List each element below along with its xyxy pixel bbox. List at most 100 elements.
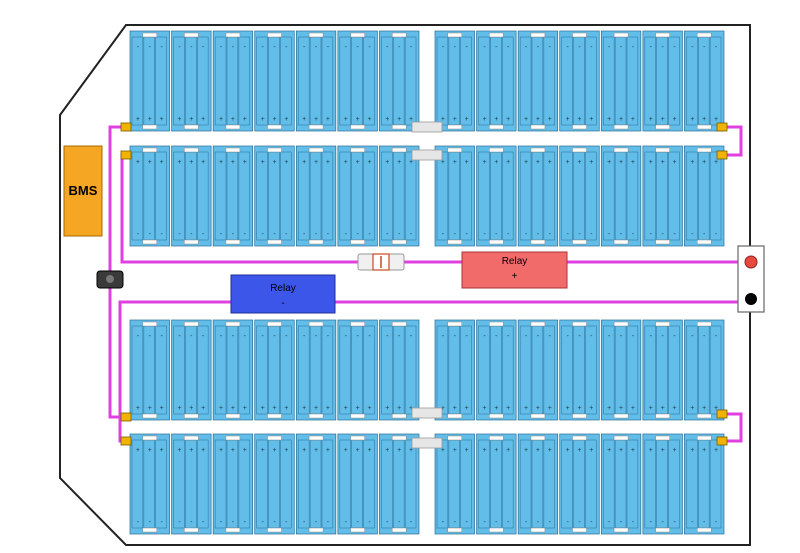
cell-module: -+-+-+ xyxy=(600,30,642,132)
cell-bottom-mark: + xyxy=(136,116,140,123)
cell-cap xyxy=(613,147,629,153)
relay-positive xyxy=(461,251,568,289)
cell-bottom-mark: + xyxy=(219,405,223,412)
battery-cell xyxy=(585,151,597,241)
cell-top-mark: - xyxy=(632,44,635,51)
cell-cap xyxy=(225,32,241,38)
wire xyxy=(722,412,743,443)
cell-cap xyxy=(572,32,587,38)
cell-bottom-mark: - xyxy=(673,231,676,238)
battery-cell xyxy=(436,36,449,126)
module-case xyxy=(684,30,725,132)
module-case xyxy=(684,433,725,535)
cell-module: +-+-+- xyxy=(337,433,378,535)
cell-bottom-mark: + xyxy=(453,116,457,123)
cell-top-mark: - xyxy=(386,333,389,340)
cell-bottom-mark: + xyxy=(494,405,498,412)
cell-bottom-mark: - xyxy=(483,231,486,238)
cell-module: +-+-+- xyxy=(337,145,378,247)
cell-module: -+-+-+ xyxy=(212,319,254,421)
cell-cap xyxy=(350,413,365,419)
cell-module: +-+-+- xyxy=(254,145,295,247)
cell-bottom-mark: + xyxy=(453,405,457,412)
battery-cell xyxy=(668,325,680,415)
battery-cell xyxy=(280,325,292,415)
cell-top-mark: - xyxy=(273,44,276,51)
cell-module: +-+-+- xyxy=(684,433,725,535)
module-case xyxy=(129,433,170,535)
module-case xyxy=(171,30,212,132)
battery-cell xyxy=(603,325,615,415)
cell-top-mark: - xyxy=(442,44,445,51)
cell-cap xyxy=(696,321,712,327)
cell-top-mark: - xyxy=(537,333,540,340)
cell-bottom-mark: - xyxy=(632,519,635,526)
cell-top-mark: + xyxy=(482,159,486,166)
cell-cap xyxy=(350,147,365,153)
cell-module: -+-+-+ xyxy=(600,319,642,421)
cell-bottom-mark: + xyxy=(243,405,247,412)
cell-top-mark: + xyxy=(302,159,306,166)
cell-cap xyxy=(142,32,158,38)
cell-top-mark: + xyxy=(189,159,193,166)
cell-cap xyxy=(447,321,463,327)
module-case xyxy=(559,433,600,535)
cell-cap xyxy=(225,147,241,153)
cell-top-mark: + xyxy=(714,159,718,166)
module-case xyxy=(476,30,517,132)
cell-bottom-mark: + xyxy=(302,116,306,123)
cell-bottom-mark: - xyxy=(537,519,540,526)
module-case xyxy=(476,433,517,535)
cell-bottom-mark: - xyxy=(650,519,653,526)
cell-cap xyxy=(308,239,324,245)
cell-cap xyxy=(350,124,365,130)
cell-top-mark: - xyxy=(232,333,235,340)
cell-cap xyxy=(530,321,546,327)
cell-top-mark: + xyxy=(219,159,223,166)
cell-cap xyxy=(391,32,407,38)
cell-cap xyxy=(447,527,463,533)
cell-bottom-mark: + xyxy=(465,116,469,123)
cell-top-mark: - xyxy=(590,44,593,51)
components xyxy=(63,121,765,449)
module-case xyxy=(254,433,295,535)
cell-top-mark: + xyxy=(702,159,706,166)
battery-cell xyxy=(238,36,250,126)
battery-cell xyxy=(668,151,680,241)
cell-top-mark: + xyxy=(136,159,140,166)
cell-top-mark: + xyxy=(177,447,181,454)
cell-bottom-mark: - xyxy=(160,231,163,238)
cell-bottom-mark: + xyxy=(397,405,401,412)
cell-top-mark: - xyxy=(632,333,635,340)
cell-top-mark: - xyxy=(190,333,193,340)
cell-top-mark: + xyxy=(494,447,498,454)
battery-cell xyxy=(502,439,514,529)
battery-cell xyxy=(197,151,209,241)
cell-cap xyxy=(267,239,282,245)
relay-negative xyxy=(230,274,336,314)
cell-top-mark: - xyxy=(202,333,205,340)
cell-cap xyxy=(308,435,324,441)
cell-top-mark: + xyxy=(577,159,581,166)
cell-cap xyxy=(184,32,199,38)
cell-module: +-+-+- xyxy=(254,433,295,535)
cell-top-mark: - xyxy=(590,333,593,340)
module-case xyxy=(600,319,642,421)
cell-module: -+-+-+ xyxy=(517,30,559,132)
cell-top-mark: + xyxy=(326,447,330,454)
cell-top-mark: - xyxy=(244,333,247,340)
cell-bottom-mark: - xyxy=(273,519,276,526)
cell-bottom-mark: + xyxy=(397,116,401,123)
module-case xyxy=(559,319,600,421)
cell-cap xyxy=(447,32,463,38)
battery-cell xyxy=(363,325,375,415)
cell-top-mark: + xyxy=(631,447,635,454)
cell-bottom-mark: - xyxy=(661,519,664,526)
cell-top-mark: + xyxy=(219,447,223,454)
cell-cap xyxy=(530,32,546,38)
battery-cell xyxy=(280,439,292,529)
negative-terminal xyxy=(745,293,757,305)
cell-module: -+-+-+ xyxy=(337,30,378,132)
cell-top-mark: + xyxy=(201,447,205,454)
cell-bottom-mark: + xyxy=(524,405,528,412)
